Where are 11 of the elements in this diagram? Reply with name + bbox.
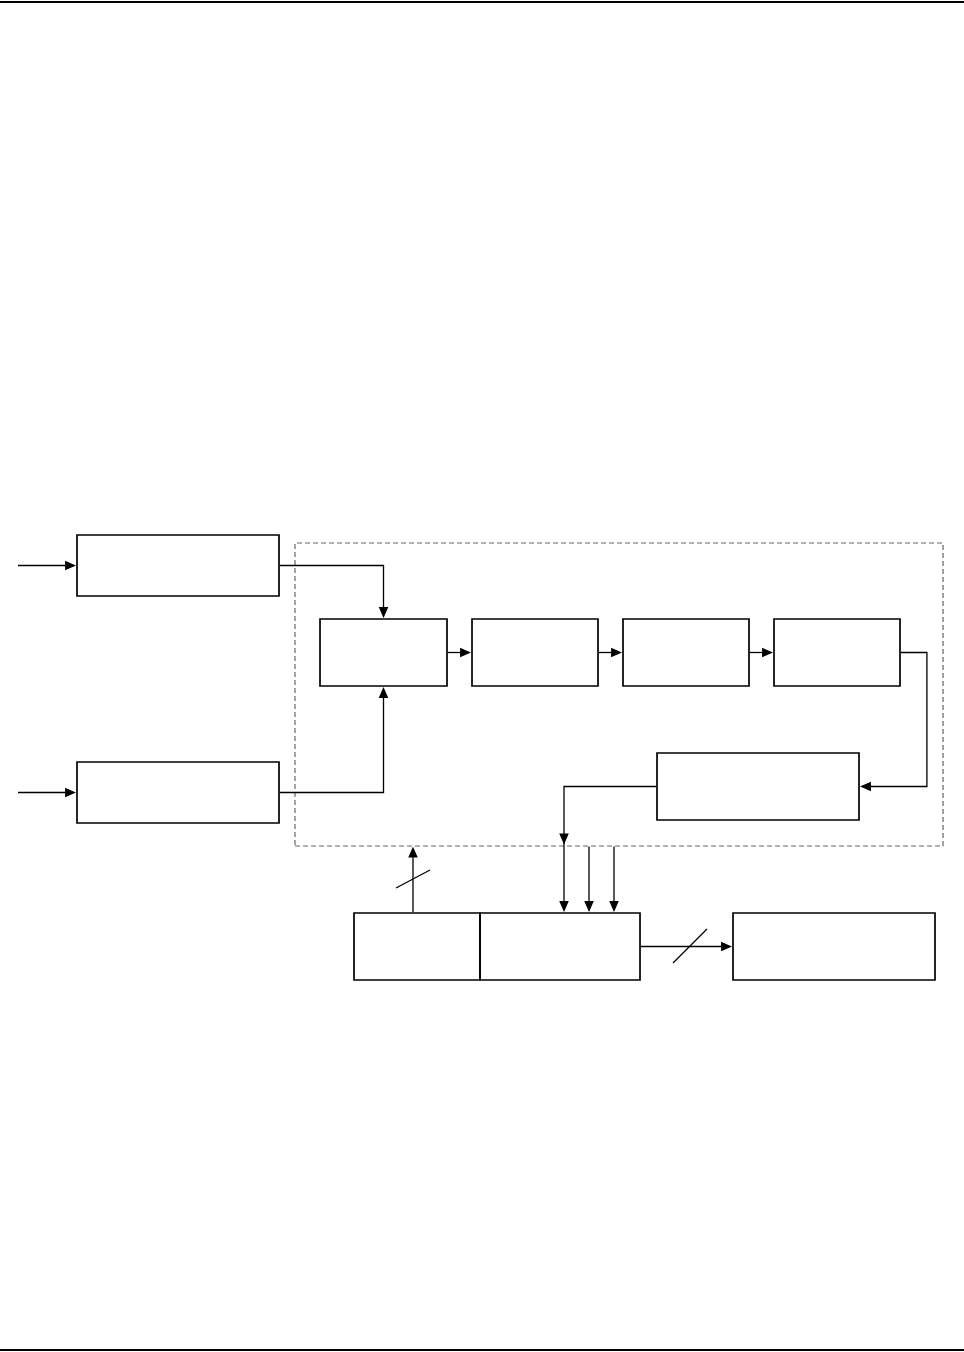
block-box [479,912,641,981]
block-box [319,618,448,687]
block-box [732,912,936,981]
dashed-boundary [294,542,944,847]
block-box [656,752,860,821]
block-box [353,912,481,981]
block-box [773,618,901,687]
block-box [622,618,750,687]
block-box [76,761,280,824]
block-box [76,534,280,597]
block-box [471,618,599,687]
